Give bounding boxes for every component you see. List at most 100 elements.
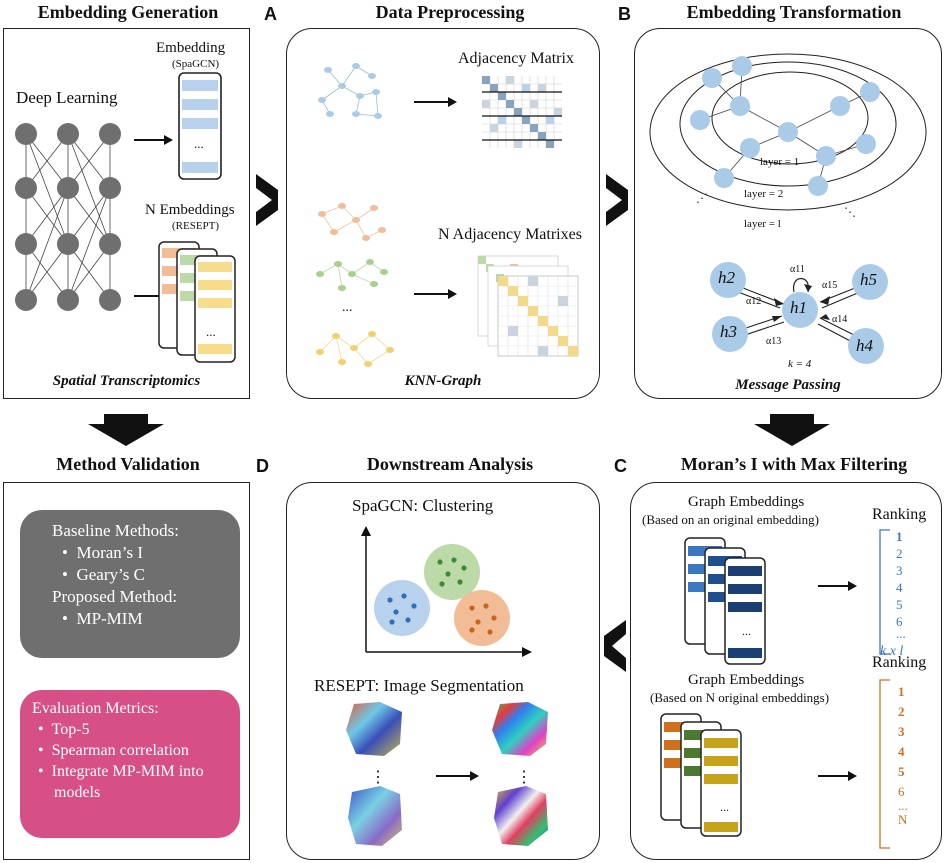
segmented-image-1 bbox=[492, 702, 548, 756]
blue-vector-dots: ... bbox=[742, 624, 751, 638]
knn-graph-yellow bbox=[316, 331, 394, 367]
panel-downstream-analysis bbox=[286, 482, 600, 860]
arrow-to-embedding bbox=[134, 135, 173, 145]
arrow-to-adjacency bbox=[414, 97, 457, 107]
ranking-list-orange: 1 2 3 4 5 6 ... N bbox=[898, 682, 908, 830]
arrow-to-ranking-1 bbox=[818, 581, 857, 591]
tissue-image-1 bbox=[346, 702, 402, 756]
arrow-down-1 bbox=[88, 414, 164, 446]
rank-orange-end: N bbox=[898, 812, 908, 827]
ranking-list-blue: 1 2 3 4 5 6 ... bbox=[896, 528, 906, 641]
arrow-to-n-adjacency bbox=[414, 289, 457, 299]
proposed-item-1-text: MP-MIM bbox=[76, 609, 143, 628]
rank-blue-5: 5 bbox=[896, 597, 903, 612]
n-adjacency-matrixes-label: N Adjacency Matrixes bbox=[438, 226, 582, 243]
arrow-right-1 bbox=[256, 174, 278, 226]
n-embedding-vectors bbox=[158, 241, 236, 363]
knn-graph-green bbox=[316, 259, 388, 291]
proposed-item-1: • MP-MIM bbox=[62, 609, 143, 628]
ranking-bracket-blue bbox=[879, 529, 890, 655]
rank-blue-4: 4 bbox=[896, 580, 903, 595]
deep-learning-label: Deep Learning bbox=[16, 88, 118, 107]
spagcn-clustering-label: SpaGCN: Clustering bbox=[352, 496, 494, 515]
title-embedding-transformation: Embedding Transformation bbox=[686, 2, 902, 22]
svg-text:⋱: ⋱ bbox=[844, 205, 856, 219]
n-embeddings-label: N Embeddings bbox=[145, 202, 235, 218]
attention-graph bbox=[710, 262, 888, 364]
graph-dots: ... bbox=[342, 300, 353, 315]
rank-orange-4: 4 bbox=[898, 744, 905, 759]
ranking-bracket-orange bbox=[879, 679, 890, 849]
ranking-label-1: Ranking bbox=[872, 506, 927, 523]
arrow-to-ranking-2 bbox=[818, 771, 857, 781]
message-passing-layers: ⋰ ⋱ bbox=[649, 53, 927, 219]
n-adjacency-matrixes bbox=[477, 255, 579, 357]
node-h1: h1 bbox=[790, 298, 807, 317]
graph-embeddings-label-2: Graph Embeddings bbox=[688, 672, 805, 688]
rank-blue-1: 1 bbox=[896, 529, 903, 544]
metric-item-2-text: Spearman correlation bbox=[51, 742, 189, 759]
rank-blue-end: k x l bbox=[880, 644, 904, 659]
based-on-n-label: (Based on N original embeddings) bbox=[650, 690, 830, 705]
rank-blue-6: 6 bbox=[896, 614, 903, 629]
arrow-left-1 bbox=[604, 620, 626, 672]
metric-item-3-cont: models bbox=[54, 784, 101, 801]
metric-item-2: • Spearman correlation bbox=[38, 742, 189, 759]
adjacency-matrix bbox=[482, 76, 562, 148]
tissue-image-2 bbox=[348, 786, 402, 846]
metric-item-1-text: Top-5 bbox=[51, 721, 90, 738]
metrics-heading: Evaluation Metrics: bbox=[32, 700, 159, 717]
title-method-validation: Method Validation bbox=[56, 454, 200, 474]
embedding-dots: ... bbox=[194, 136, 204, 151]
rank-orange-1: 1 bbox=[898, 684, 905, 699]
caption-knn-graph: KNN-Graph bbox=[404, 373, 482, 389]
graph-embeddings-label-1: Graph Embeddings bbox=[688, 494, 805, 510]
metric-item-3-text: Integrate MP-MIM into bbox=[51, 763, 204, 780]
rank-orange-6: 6 bbox=[898, 784, 905, 799]
caption-spatial-transcriptomics: Spatial Transcriptomics bbox=[52, 373, 201, 389]
edge-a12: α12 bbox=[746, 296, 762, 307]
baseline-item-2-text: Geary’s C bbox=[76, 565, 145, 584]
rank-blue-dots: ... bbox=[896, 626, 906, 641]
rank-orange-dots: ... bbox=[898, 798, 908, 813]
node-h5: h5 bbox=[860, 270, 877, 289]
svg-text:⋮: ⋮ bbox=[370, 769, 386, 786]
title-morans-filtering: Moran’s I with Max Filtering bbox=[680, 454, 908, 474]
knn-graph-blue bbox=[318, 63, 382, 119]
ranking-label-2: Ranking bbox=[872, 654, 927, 671]
title-data-preprocessing: Data Preprocessing bbox=[375, 2, 525, 22]
title-downstream-analysis: Downstream Analysis bbox=[366, 454, 534, 474]
graph-embedding-vectors-blue bbox=[684, 537, 766, 665]
metric-item-3: • Integrate MP-MIM into bbox=[38, 763, 204, 780]
baseline-item-2: • Geary’s C bbox=[62, 565, 145, 584]
node-h4: h4 bbox=[856, 336, 873, 355]
spagcn-label: (SpaGCN) bbox=[172, 58, 220, 70]
svg-text:⋮: ⋮ bbox=[516, 769, 532, 786]
rank-orange-5: 5 bbox=[898, 764, 905, 779]
rank-orange-3: 3 bbox=[898, 724, 905, 739]
knn-graph-orange bbox=[318, 203, 386, 241]
edge-a11: α11 bbox=[790, 264, 805, 275]
layer-2-label: layer = 2 bbox=[744, 188, 784, 200]
arrow-down-2 bbox=[754, 414, 830, 446]
cluster-blue bbox=[374, 580, 430, 636]
segmented-image-2 bbox=[494, 786, 548, 846]
metric-item-1: • Top-5 bbox=[38, 721, 90, 738]
neural-network-icon bbox=[15, 123, 121, 311]
svg-text:⋰: ⋰ bbox=[696, 191, 708, 205]
edge-a15: α15 bbox=[822, 280, 838, 291]
embedding-vector bbox=[178, 72, 222, 180]
cluster-green bbox=[424, 544, 480, 600]
rank-orange-2: 2 bbox=[898, 704, 905, 719]
graph-embedding-vectors-multi bbox=[660, 713, 742, 837]
layer-1-label: layer = 1 bbox=[760, 156, 800, 168]
resept-label: (RESEPT) bbox=[172, 220, 220, 232]
segmentation-images: ⋮ ⋮ bbox=[346, 702, 548, 846]
baseline-methods-box: Baseline Methods: • Moran’s I • Geary’s … bbox=[20, 510, 240, 658]
rank-blue-2: 2 bbox=[896, 546, 903, 561]
k-label: k = 4 bbox=[788, 358, 812, 370]
edge-a14: α14 bbox=[832, 314, 848, 325]
multi-vector-dots: ... bbox=[720, 800, 729, 814]
title-embedding-generation: Embedding Generation bbox=[37, 2, 219, 22]
